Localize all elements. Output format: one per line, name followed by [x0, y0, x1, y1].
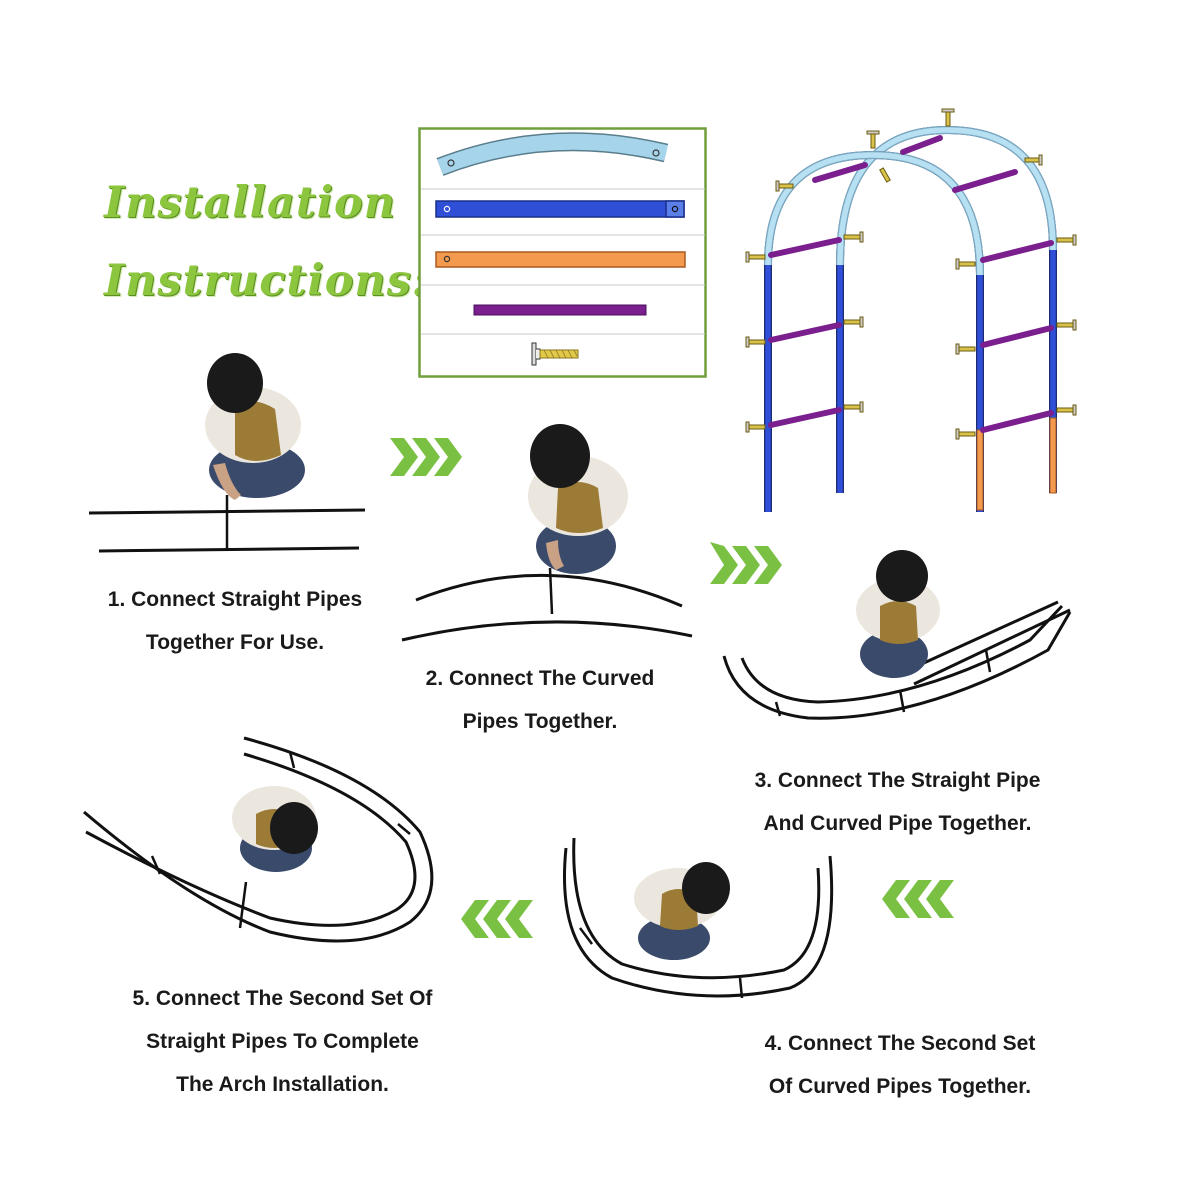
step2-line1: 2. Connect The Curved	[425, 667, 655, 690]
chevron-right-icon	[390, 438, 462, 476]
step2-line2: Pipes Together.	[462, 710, 618, 733]
step1-caption: 1. Connect Straight Pipes Together For U…	[70, 578, 400, 664]
person-icon	[528, 424, 628, 574]
step5-line1: 5. Connect The Second Set Of	[132, 987, 433, 1010]
step1-line2: Together For Use.	[145, 631, 325, 654]
arch-front-frame	[764, 150, 984, 512]
curved-pipe-part	[436, 132, 669, 176]
title-line-2: Instructions:	[104, 256, 429, 306]
step4-line1: 4. Connect The Second Set	[764, 1032, 1036, 1055]
person-icon	[634, 862, 730, 960]
step5-line3: The Arch Installation.	[176, 1073, 389, 1096]
step2-caption: 2. Connect The Curved Pipes Together.	[380, 657, 700, 743]
step2-illustration	[401, 424, 693, 642]
person-icon	[856, 550, 940, 678]
step5-line2: Straight Pipes To Complete	[146, 1030, 419, 1053]
step4-line2: Of Curved Pipes Together.	[768, 1075, 1032, 1098]
step1-illustration	[88, 353, 366, 553]
chevron-left-icon	[461, 900, 533, 938]
screws	[745, 108, 1077, 440]
straight-pipe-blue-part	[435, 200, 685, 218]
straight-pipe-orange-part	[435, 251, 686, 268]
step3-caption: 3. Connect The Straight Pipe And Curved …	[715, 759, 1080, 845]
step4-caption: 4. Connect The Second Set Of Curved Pipe…	[720, 1022, 1080, 1108]
arch-back-frame	[836, 125, 1057, 494]
step3-line1: 3. Connect The Straight Pipe	[754, 769, 1041, 792]
title-line-1: Installation	[104, 178, 396, 228]
person-icon	[205, 353, 305, 500]
step4-illustration	[562, 837, 834, 999]
step1-line1: 1. Connect Straight Pipes	[107, 588, 363, 611]
chevron-left-icon	[882, 880, 954, 918]
person-icon	[232, 786, 318, 872]
assembled-arch	[745, 108, 1077, 512]
step5-caption: 5. Connect The Second Set Of Straight Pi…	[90, 977, 475, 1106]
chevron-right-icon	[710, 542, 782, 584]
step5-illustration	[83, 736, 434, 943]
connector-rod-part	[473, 304, 647, 316]
connector-rods	[768, 135, 1054, 433]
screw-part	[531, 342, 579, 366]
step3-line2: And Curved Pipe Together.	[763, 812, 1032, 835]
parts-legend	[418, 127, 707, 378]
step3-illustration	[722, 550, 1072, 720]
